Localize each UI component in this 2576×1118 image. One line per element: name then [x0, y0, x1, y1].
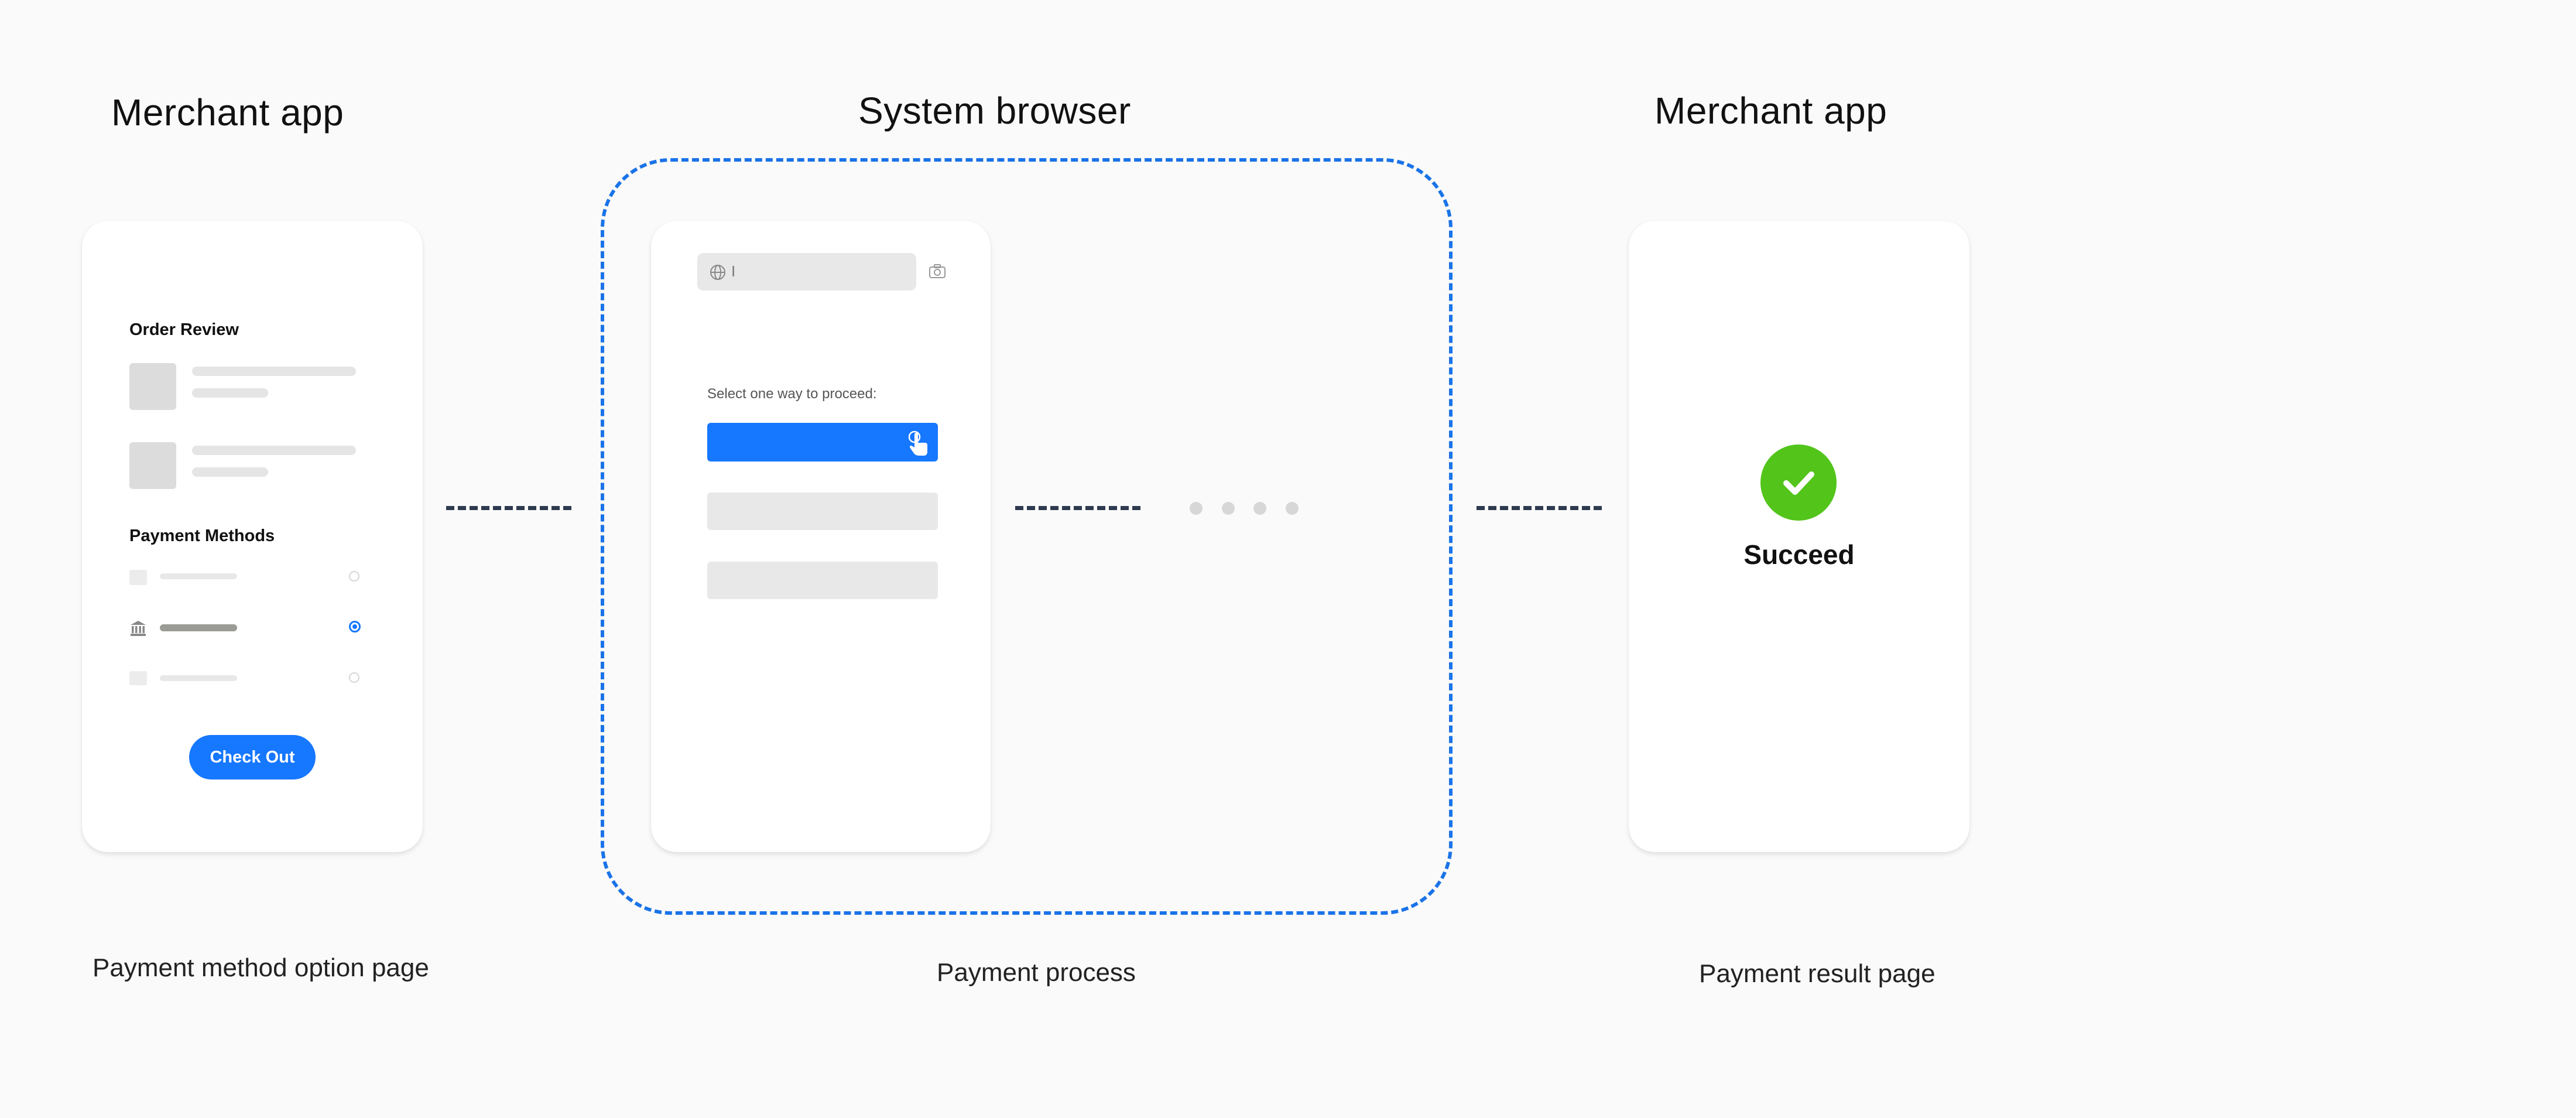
- stage-2-caption: Payment process: [937, 958, 1136, 987]
- option-button[interactable]: [707, 493, 938, 530]
- success-check-icon: [1760, 445, 1837, 521]
- stage-2-heading: System browser: [858, 90, 1131, 132]
- bank-icon: [131, 621, 146, 636]
- payment-method-line: [160, 573, 237, 579]
- stage-3-caption: Payment result page: [1699, 959, 1936, 988]
- wallet-icon: [129, 671, 147, 685]
- payment-method-phone: Order Review Payment Methods Check Out: [82, 221, 423, 852]
- payment-methods-title: Payment Methods: [129, 526, 275, 545]
- connector-dashes: [446, 506, 571, 510]
- order-item-thumbnail: [129, 442, 176, 489]
- hand-pointer-icon: [908, 430, 927, 456]
- order-item-line: [192, 388, 268, 398]
- primary-option-button[interactable]: [707, 423, 938, 461]
- connector-dashes: [1477, 506, 1602, 510]
- stage-1-caption: Payment method option page: [93, 953, 429, 982]
- payment-method-radio[interactable]: [349, 672, 359, 683]
- progress-dot: [1190, 502, 1203, 515]
- connector-dashes: [1015, 506, 1140, 510]
- address-text: I: [731, 262, 736, 280]
- progress-dot: [1222, 502, 1235, 515]
- order-item-thumbnail: [129, 363, 176, 410]
- payment-method-line: [160, 624, 237, 631]
- order-review-title: Order Review: [129, 320, 239, 339]
- payment-method-radio-selected[interactable]: [349, 621, 361, 632]
- succeed-label: Succeed: [1743, 539, 1855, 570]
- globe-icon: [710, 265, 725, 280]
- card-icon: [129, 570, 147, 585]
- order-item-line: [192, 467, 268, 477]
- camera-icon[interactable]: [929, 264, 946, 279]
- browser-phone: I Select one way to proceed:: [651, 221, 991, 852]
- system-browser-frame: [601, 158, 1453, 915]
- payment-method-line: [160, 675, 237, 681]
- stage-3-heading: Merchant app: [1654, 90, 1888, 132]
- payment-method-radio[interactable]: [349, 571, 359, 582]
- stage-1-heading: Merchant app: [111, 91, 344, 134]
- progress-dot: [1286, 502, 1299, 515]
- checkout-button[interactable]: Check Out: [189, 735, 316, 779]
- order-item-line: [192, 367, 356, 376]
- address-bar[interactable]: I: [697, 253, 916, 290]
- result-phone: Succeed: [1629, 221, 1969, 852]
- order-item-line: [192, 446, 356, 455]
- progress-dot: [1253, 502, 1266, 515]
- option-button[interactable]: [707, 562, 938, 599]
- proceed-prompt: Select one way to proceed:: [707, 386, 877, 402]
